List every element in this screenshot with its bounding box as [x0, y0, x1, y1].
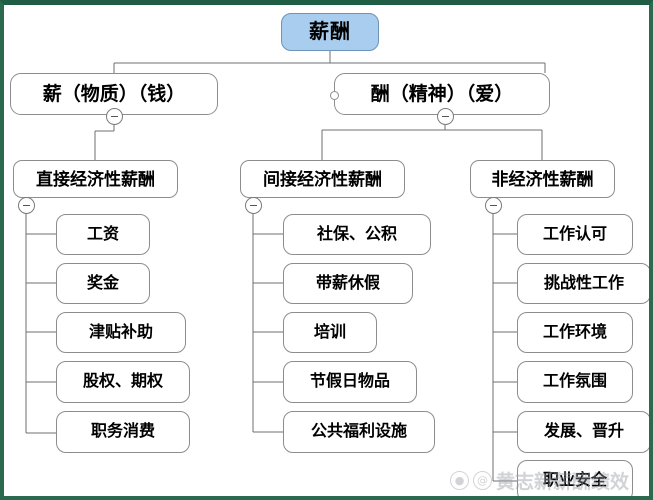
collapse-toggle-salary-material[interactable] [106, 108, 123, 125]
node-salary-material[interactable]: 薪（物质）（钱） [10, 73, 218, 115]
node-root[interactable]: 薪酬 [281, 13, 379, 51]
leaf-noneconomic-6[interactable]: 职业安全 [517, 460, 633, 496]
leaf-indirect-4[interactable]: 节假日物品 [283, 361, 417, 403]
leaf-direct-3[interactable]: 津贴补助 [56, 312, 186, 353]
leaf-noneconomic-3[interactable]: 工作环境 [517, 312, 633, 353]
leaf-noneconomic-2[interactable]: 挑战性工作 [517, 263, 649, 304]
leaf-indirect-1[interactable]: 社保、公积 [283, 214, 431, 255]
at-icon: @ [473, 471, 492, 490]
leaf-indirect-5[interactable]: 公共福利设施 [283, 411, 435, 453]
leaf-noneconomic-5[interactable]: 发展、晋升 [517, 411, 649, 453]
leaf-direct-4[interactable]: 股权、期权 [56, 361, 190, 403]
leaf-indirect-3[interactable]: 培训 [283, 312, 377, 353]
leaf-direct-5[interactable]: 职务消费 [56, 411, 190, 453]
node-direct-economic[interactable]: 直接经济性薪酬 [13, 160, 178, 198]
leaf-direct-1[interactable]: 工资 [56, 214, 150, 255]
paw-icon: ● [450, 471, 469, 490]
leaf-noneconomic-4[interactable]: 工作氛围 [517, 361, 633, 403]
collapse-toggle-reward-spiritual[interactable] [437, 108, 454, 125]
stub-dot-reward [330, 91, 339, 100]
node-indirect-economic[interactable]: 间接经济性薪酬 [240, 160, 405, 198]
collapse-toggle-non-economic[interactable] [485, 197, 502, 214]
leaf-indirect-2[interactable]: 带薪休假 [283, 263, 413, 304]
node-non-economic[interactable]: 非经济性薪酬 [470, 160, 615, 198]
collapse-toggle-indirect-economic[interactable] [245, 197, 262, 214]
leaf-noneconomic-1[interactable]: 工作认可 [517, 214, 633, 255]
leaf-direct-2[interactable]: 奖金 [56, 263, 150, 304]
collapse-toggle-direct-economic[interactable] [18, 197, 35, 214]
